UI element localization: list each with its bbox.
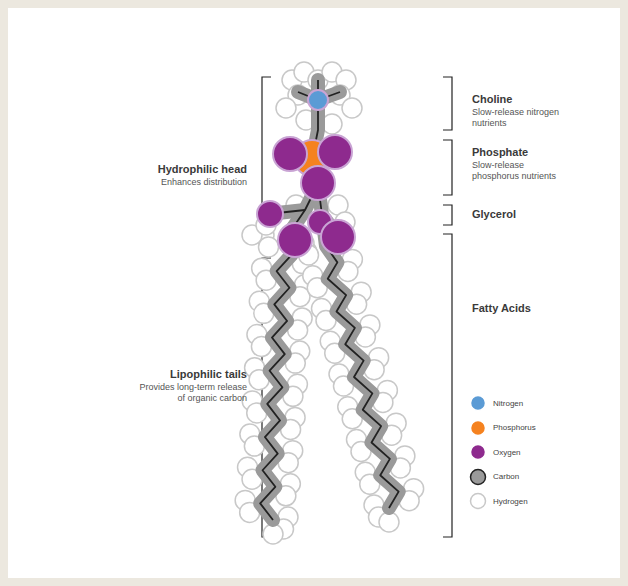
- legend-item: Phosphorus: [469, 419, 536, 437]
- part-name: Fatty Acids: [472, 302, 602, 316]
- part-note: Slow-release phosphorus nutrients: [472, 160, 568, 183]
- part-note: Slow-release nitrogen nutrients: [472, 107, 564, 130]
- legend-swatch: [469, 443, 487, 461]
- bracket: [443, 77, 452, 130]
- swatch-dot: [471, 469, 486, 484]
- part-name: Phosphate: [472, 146, 602, 160]
- hydrogen-atom: [379, 512, 399, 532]
- section-note: Enhances distribution: [87, 177, 247, 188]
- bracket: [443, 234, 452, 537]
- legend-item: Nitrogen: [469, 394, 523, 412]
- oxygen-atom: [318, 135, 352, 169]
- carbon-band: [318, 184, 399, 508]
- bracket: [443, 205, 452, 225]
- part-name: Glycerol: [472, 208, 602, 222]
- brackets: [262, 77, 452, 537]
- oxygen-atom: [321, 220, 355, 254]
- section-title: Hydrophilic head: [87, 163, 247, 177]
- legend-swatch: [469, 468, 487, 486]
- legend-item: Hydrogen: [469, 492, 528, 510]
- legend-item: Carbon: [469, 468, 519, 486]
- swatch-dot: [471, 445, 486, 460]
- legend-swatch: [469, 419, 487, 437]
- oxygen-atom: [273, 137, 307, 171]
- legend-text: Carbon: [493, 472, 519, 481]
- legend-text: Phosphorus: [493, 423, 536, 432]
- oxygen-atom: [278, 223, 312, 257]
- legend-text: Nitrogen: [493, 399, 523, 408]
- legend-text: Hydrogen: [493, 497, 528, 506]
- legend-swatch: [469, 394, 487, 412]
- bracket: [443, 140, 452, 195]
- section-note: Provides long-term release of organic ca…: [135, 382, 247, 405]
- hydrogen-atom: [276, 98, 296, 118]
- legend-swatch: [469, 492, 487, 510]
- swatch-dot: [471, 396, 486, 411]
- oxygen-atom: [257, 201, 283, 227]
- carbon-bond: [318, 184, 399, 508]
- swatch-dot: [471, 420, 486, 435]
- hydrogen-atom: [342, 98, 362, 118]
- nitrogen-atom: [308, 90, 328, 110]
- legend-text: Oxygen: [493, 448, 521, 457]
- legend-item: Oxygen: [469, 443, 521, 461]
- molecule: [235, 62, 423, 544]
- section-title: Lipophilic tails: [87, 368, 247, 382]
- oxygen-atom: [301, 166, 335, 200]
- swatch-dot: [471, 494, 486, 509]
- part-name: Choline: [472, 93, 602, 107]
